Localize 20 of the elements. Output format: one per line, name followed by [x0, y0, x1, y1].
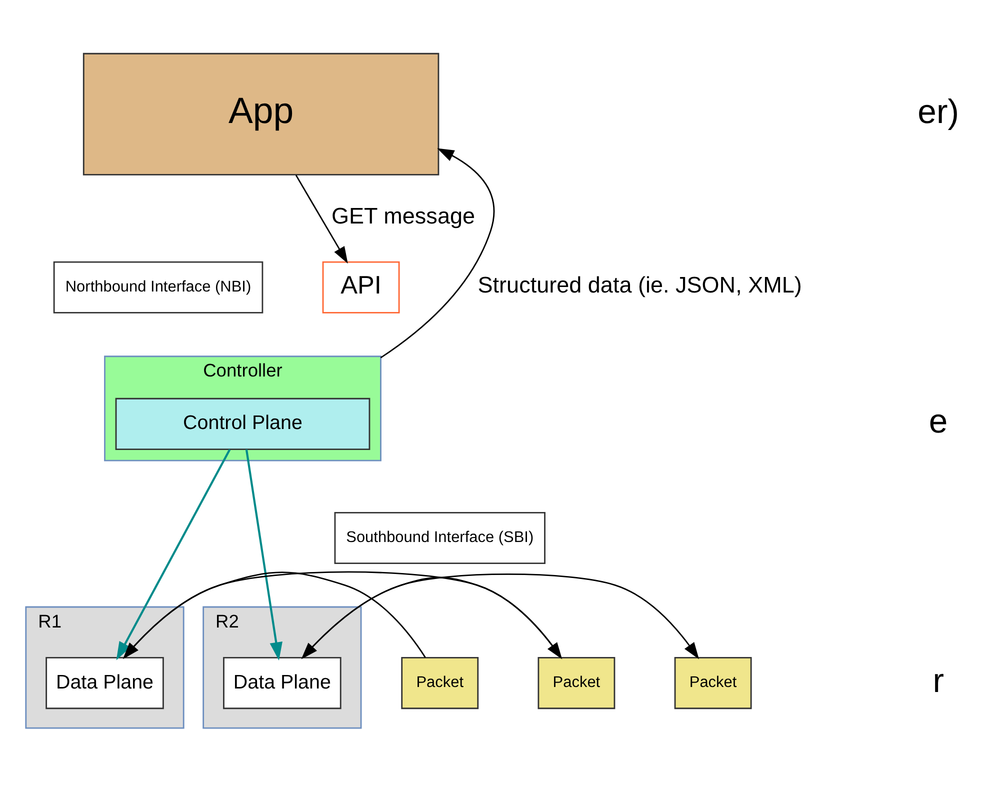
node-box: Data Plane — [222, 656, 341, 709]
arrow — [244, 448, 282, 660]
node-box: App — [82, 52, 439, 175]
node-box: Packet — [537, 656, 615, 709]
node-box: Packet — [400, 656, 478, 709]
node-box: Southbound Interface (SBI) — [334, 511, 545, 564]
arrow — [294, 174, 348, 264]
arrow — [122, 571, 426, 659]
label: e — [928, 402, 948, 440]
edge-label: GET message — [331, 203, 475, 228]
node-box: Northbound Interface (NBI) — [52, 260, 263, 313]
arrow — [116, 448, 230, 660]
label: r — [932, 661, 944, 700]
label: er) — [917, 92, 958, 130]
node-box: Data Plane — [45, 656, 164, 709]
node-box: Control Plane — [114, 397, 370, 450]
arrow — [380, 148, 494, 358]
node-box: Packet — [674, 656, 752, 709]
edge-label: Structured data (ie. JSON, XML) — [477, 272, 802, 298]
node-box: API — [322, 260, 400, 313]
